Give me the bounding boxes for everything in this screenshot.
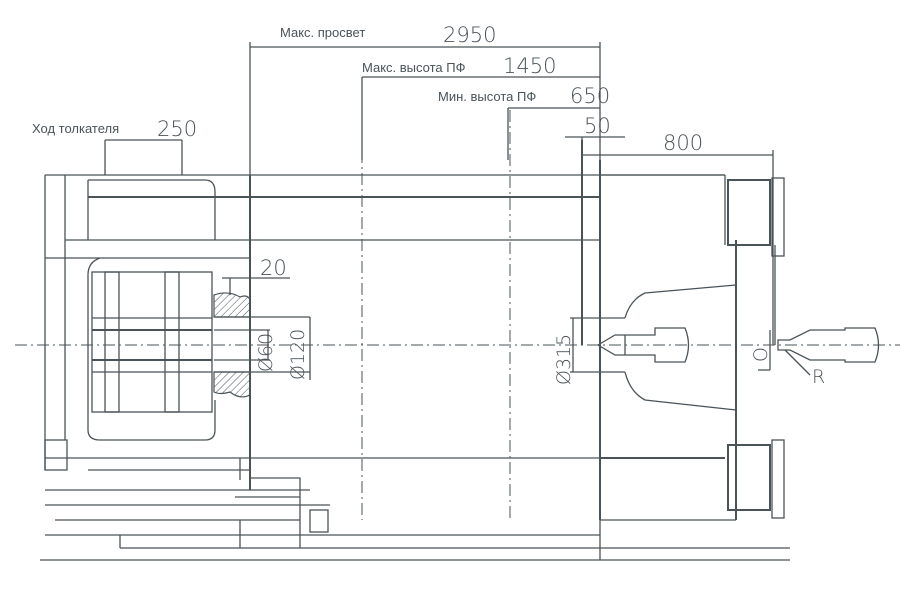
locating-ring-dia: Ø315 <box>553 334 575 385</box>
min-mold-height-label: Мин. высота ПФ <box>438 89 536 104</box>
max-daylight-value: 2950 <box>443 23 496 47</box>
injection-stroke-value: 800 <box>663 131 703 155</box>
ejector-stroke-value: 250 <box>157 117 197 141</box>
ejector-offset-value: 20 <box>260 256 287 280</box>
min-mold-height-dimension: Мин. высота ПФ 650 <box>438 84 610 160</box>
max-mold-height-value: 1450 <box>503 54 556 78</box>
max-mold-height-dimension: Макс. высота ПФ 1450 <box>361 54 600 160</box>
moving-platen-assembly <box>44 174 725 548</box>
max-daylight-dimension: Макс. просвет 2950 <box>249 23 600 175</box>
max-daylight-label: Макс. просвет <box>280 25 365 40</box>
nozzle-radius-label: R <box>812 366 825 388</box>
ejector-dia-large: Ø120 <box>287 329 309 380</box>
ejector-section: 20 Ø60 Ø120 <box>213 256 311 398</box>
ejector-dia-small: Ø60 <box>255 333 277 372</box>
machine-base <box>40 504 790 561</box>
ejector-stroke-dimension: Ход толкателя 250 <box>32 117 197 175</box>
min-mold-height-value: 650 <box>570 84 610 108</box>
fixed-platen: Ø315 <box>553 140 785 521</box>
ejector-stroke-label: Ход толкателя <box>32 121 119 136</box>
injection-nozzle: O R <box>750 245 880 388</box>
max-mold-height-label: Макс. высота ПФ <box>362 60 466 75</box>
nozzle-offset-value: 50 <box>584 114 611 138</box>
injection-stroke-dimension: 800 <box>582 131 774 345</box>
nozzle-offset-dimension: 50 <box>565 114 625 345</box>
nozzle-orifice-label: O <box>750 347 772 362</box>
